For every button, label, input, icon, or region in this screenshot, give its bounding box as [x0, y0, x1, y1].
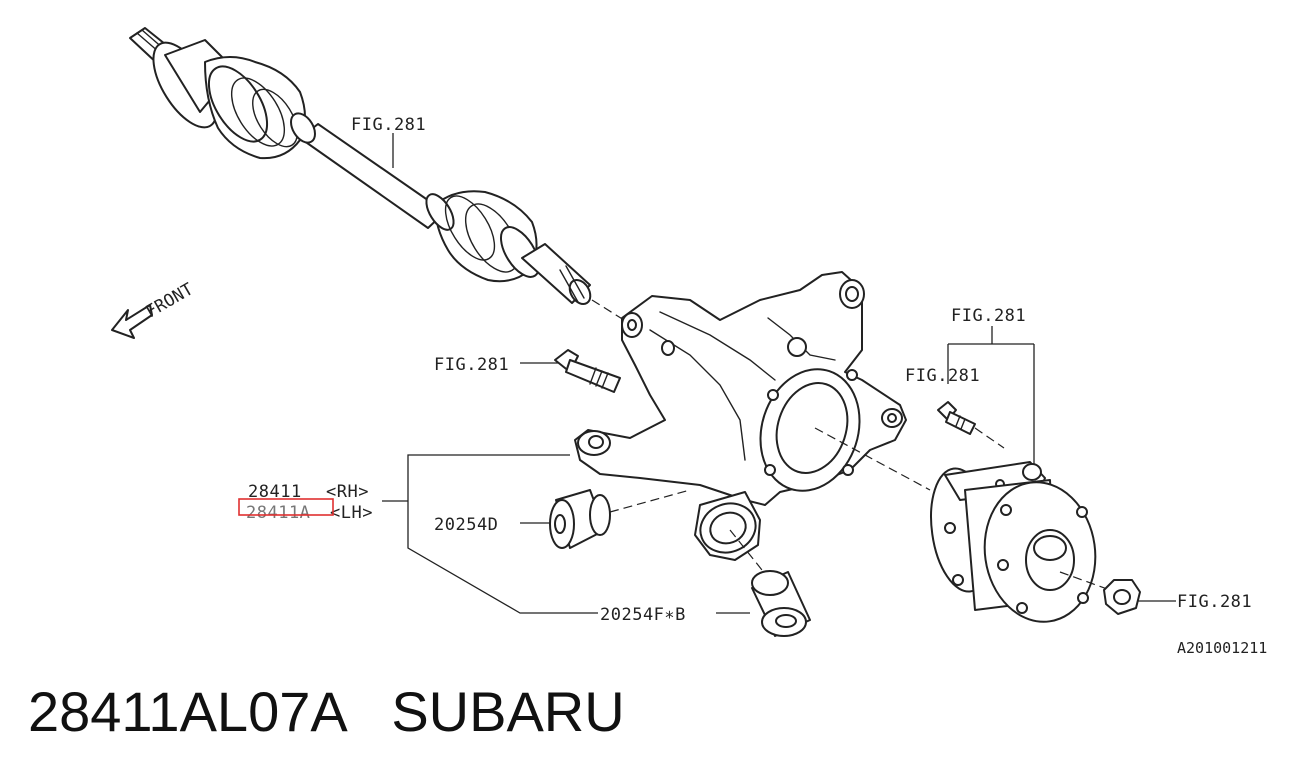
- front-label: FRONT: [143, 279, 197, 322]
- brand-name: SUBARU: [391, 680, 625, 743]
- rear-knuckle: [574, 271, 907, 561]
- bushing-20254f: [751, 570, 811, 637]
- axle-nut: [1103, 579, 1141, 615]
- part-28411-label: 28411: [248, 482, 302, 502]
- part-28411a-label: 28411A: [246, 503, 310, 523]
- fig-281-bolt-right-label: FIG.281: [905, 366, 980, 386]
- part-number: 28411AL07A: [28, 680, 345, 743]
- fig-281-nut-label: FIG.281: [1177, 592, 1252, 612]
- bushing-20254d: [549, 489, 611, 549]
- diagram-reference-code: A201001211: [1177, 639, 1267, 657]
- knuckle-bolt-left: [554, 349, 621, 393]
- fig-281-shaft-label: FIG.281: [351, 115, 426, 135]
- drive-shaft: [129, 27, 592, 306]
- bushing-20254f-label: 20254F∗B: [600, 605, 686, 625]
- fig-281-group-label: FIG.281: [951, 306, 1026, 326]
- caption-gap: [345, 680, 392, 743]
- part-caption: 28411AL07A SUBARU: [28, 684, 625, 740]
- front-arrow-icon: [111, 304, 153, 339]
- bushing-20254d-label: 20254D: [434, 515, 498, 535]
- rh-label: <RH>: [326, 482, 369, 502]
- lh-label: <LH>: [330, 503, 373, 523]
- fig-281-bolt-left-label: FIG.281: [434, 355, 509, 375]
- hub-bearing-assembly: [930, 461, 1097, 623]
- highlight-box: [238, 498, 334, 516]
- hub-bolt-right: [937, 401, 976, 435]
